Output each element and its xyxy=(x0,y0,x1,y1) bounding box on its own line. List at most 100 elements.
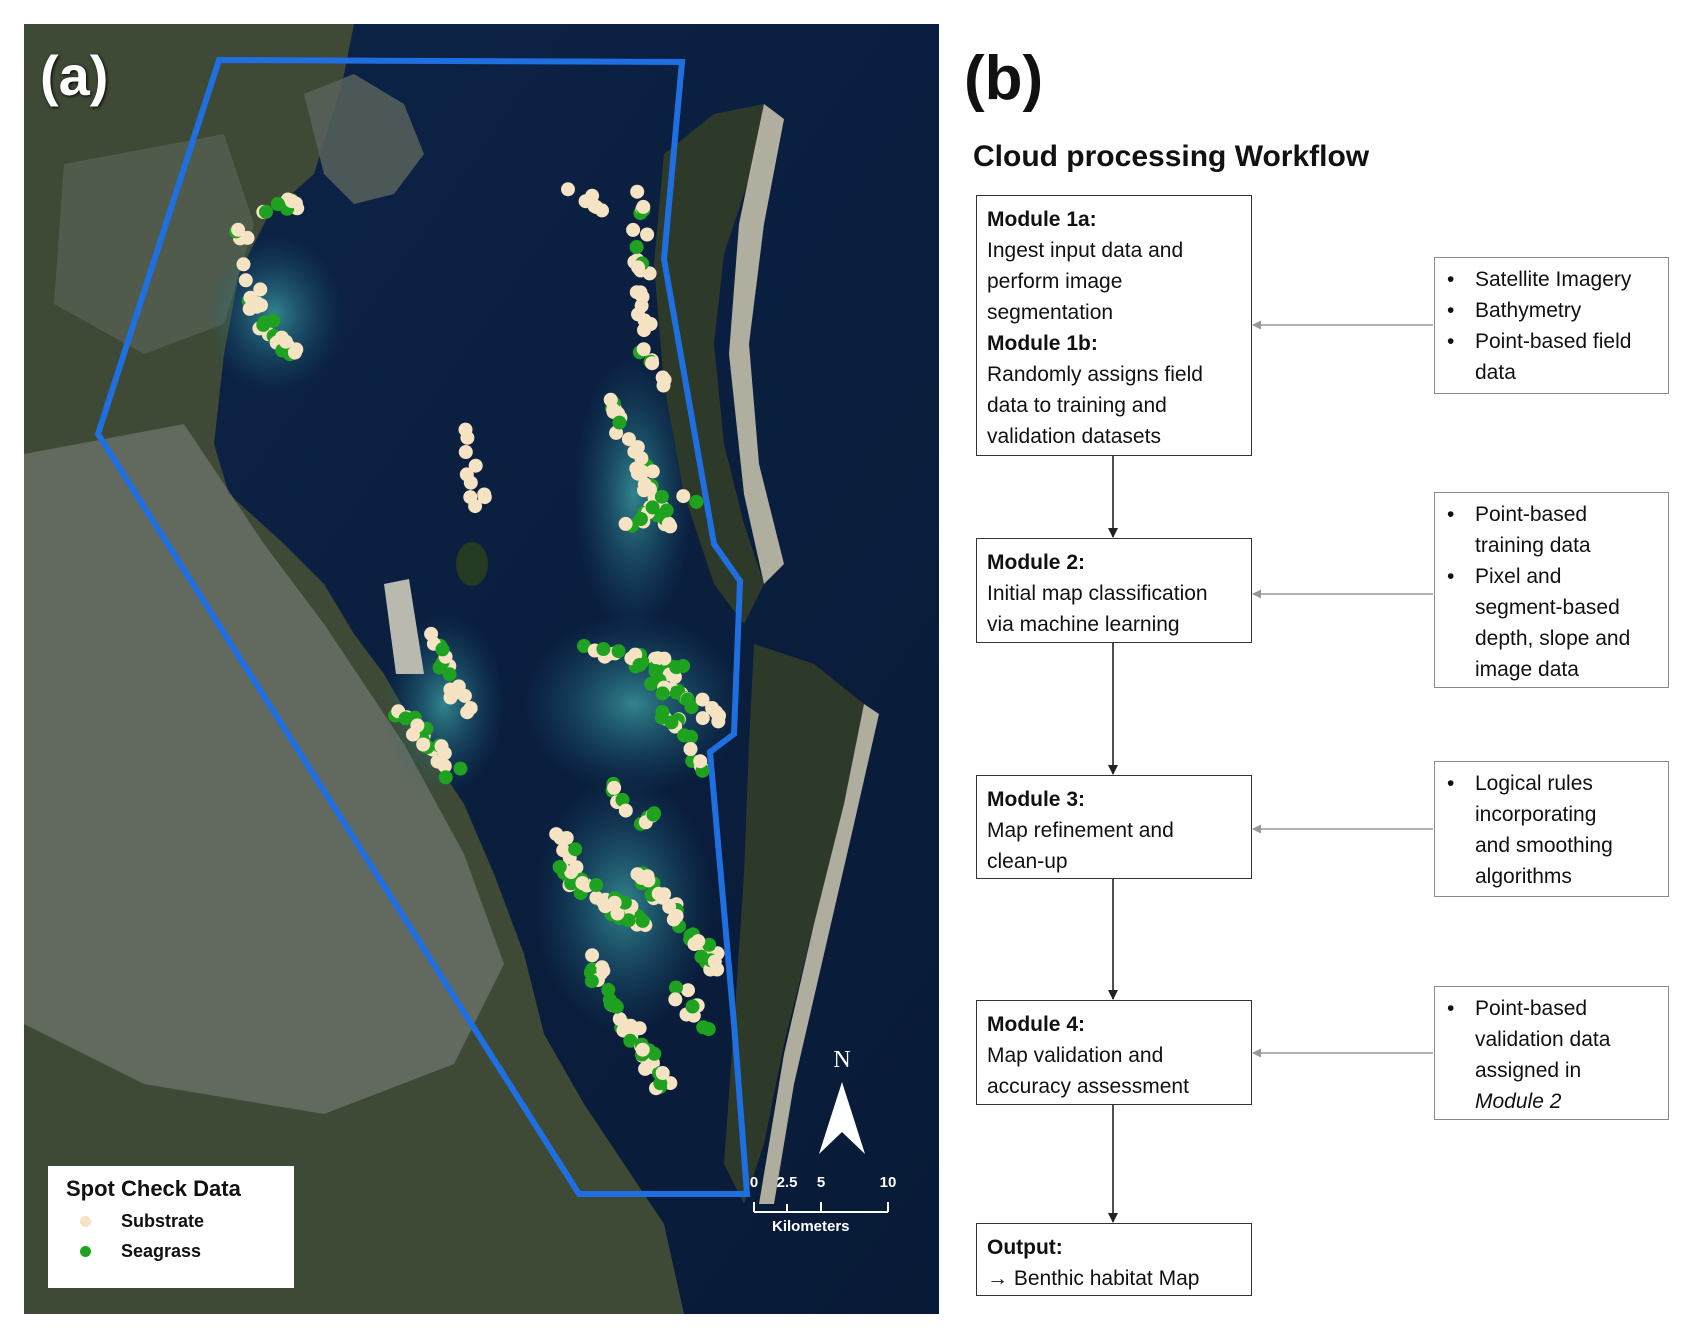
input-text: data xyxy=(1475,361,1516,384)
module-text: segmentation xyxy=(987,301,1114,324)
port xyxy=(384,579,424,674)
urban-area-north xyxy=(54,134,254,354)
spot-check-point xyxy=(458,445,473,459)
spot-check-point xyxy=(655,686,670,701)
workflow-title: Cloud processing Workflow xyxy=(973,140,1370,173)
input-text: training data xyxy=(1475,534,1591,557)
scale-tick: 0 xyxy=(749,1174,759,1191)
input-text: segment-based xyxy=(1475,596,1620,619)
spot-check-point xyxy=(623,1018,638,1033)
module-heading: Module 4: xyxy=(987,1013,1085,1036)
module-text: validation datasets xyxy=(987,425,1161,448)
input-item: • Pixel and segment-based depth, slope a… xyxy=(1443,561,1660,685)
scale-tick: 2.5 xyxy=(776,1174,798,1191)
spot-check-point xyxy=(647,1046,662,1061)
spot-check-point xyxy=(655,370,670,385)
spot-check-point xyxy=(631,260,646,275)
input-text: Satellite Imagery xyxy=(1475,268,1632,291)
north-arrow: N xyxy=(819,1047,865,1154)
spot-check-point xyxy=(645,500,660,515)
input-text: algorithms xyxy=(1475,865,1572,888)
spot-check-point xyxy=(676,489,691,504)
spot-check-point xyxy=(424,626,439,641)
study-area-boundary xyxy=(94,56,751,1197)
output-box: Output: → Benthic habitat Map xyxy=(976,1223,1252,1296)
spot-check-point xyxy=(463,475,478,490)
input-text: Module 2 xyxy=(1475,1090,1562,1113)
input-item: • Point-based validation data assigned i… xyxy=(1443,993,1660,1117)
urban-area xyxy=(24,424,504,1114)
input-item: • Point-based field data xyxy=(1443,326,1660,388)
spot-check-point xyxy=(695,692,710,707)
spot-check-point xyxy=(640,227,655,242)
spot-check-point xyxy=(259,204,273,219)
spot-check-point xyxy=(689,494,704,509)
module-text: data to training and xyxy=(987,394,1167,417)
input-item: • Logical rules incorporating and smooth… xyxy=(1443,768,1660,892)
spot-check-point xyxy=(432,660,447,675)
spot-check-point xyxy=(438,770,453,785)
input-text: assigned in xyxy=(1475,1059,1582,1082)
module-heading: Module 2: xyxy=(987,551,1085,574)
panel-a-label: (a) xyxy=(40,44,109,107)
north-arrow-label: N xyxy=(833,1047,850,1073)
spot-check-point xyxy=(435,642,450,657)
input-box-3: • Logical rules incorporating and smooth… xyxy=(1434,761,1669,897)
spot-check-point xyxy=(611,644,626,659)
spot-check-point xyxy=(646,807,661,822)
input-text: and smoothing xyxy=(1475,834,1613,857)
spot-check-point xyxy=(416,737,431,752)
input-text: validation data xyxy=(1475,1028,1611,1051)
spot-check-point xyxy=(564,865,579,880)
spot-check-point xyxy=(677,728,692,743)
input-item: • Point-based training data xyxy=(1443,499,1660,561)
spot-check-point xyxy=(634,298,649,313)
spot-check-point xyxy=(577,639,591,653)
module-heading: Module 1a: xyxy=(987,208,1097,231)
spot-check-point xyxy=(711,714,726,729)
scale-tick: 10 xyxy=(879,1174,897,1191)
spot-check-point xyxy=(701,1022,716,1037)
spot-check-point xyxy=(615,792,630,807)
spot-check-point xyxy=(676,659,691,673)
scale-bar xyxy=(753,1202,889,1213)
spot-check-point xyxy=(603,997,618,1012)
seagrass-marker xyxy=(80,1246,91,1257)
input-text: depth, slope and xyxy=(1475,627,1631,650)
spot-check-point xyxy=(458,422,473,437)
module-text: accuracy assessment xyxy=(987,1075,1189,1098)
spot-check-point xyxy=(645,356,660,371)
module-1-box: Module 1a: Ingest input data and perform… xyxy=(976,195,1252,456)
spot-check-point xyxy=(702,937,717,952)
module-4-box: Module 4: Map validation and accuracy as… xyxy=(976,1000,1252,1105)
spot-check-point xyxy=(643,317,658,331)
spot-check-point xyxy=(575,876,590,891)
spot-check-point xyxy=(612,415,627,430)
spot-check-point xyxy=(669,980,683,995)
spot-check-point xyxy=(238,273,253,288)
input-box-4: • Point-based validation data assigned i… xyxy=(1434,986,1669,1120)
input-text: Point-based field xyxy=(1475,330,1632,353)
north-island xyxy=(654,104,764,624)
spot-check-point xyxy=(636,342,651,357)
module-2-box: Module 2: Initial map classification via… xyxy=(976,538,1252,643)
output-heading: Output: xyxy=(987,1236,1063,1259)
spot-check-point xyxy=(556,843,571,858)
spot-check-point xyxy=(630,466,645,481)
spot-check-point xyxy=(284,194,299,209)
spot-check-point xyxy=(662,899,677,914)
spot-check-point xyxy=(552,860,567,874)
spot-check-point xyxy=(664,715,679,730)
bullet: • xyxy=(1447,330,1455,353)
legend-item-seagrass: Seagrass xyxy=(66,1241,294,1262)
spot-check-point xyxy=(564,876,579,891)
spot-check-point xyxy=(663,519,678,534)
spot-check-point xyxy=(601,982,616,997)
spot-check-point xyxy=(623,1033,638,1048)
spot-check-point xyxy=(669,685,684,700)
module-text: Randomly assigns field xyxy=(987,363,1203,386)
spot-check-point xyxy=(685,999,700,1014)
spot-check-point xyxy=(266,313,281,328)
input-text: Logical rules xyxy=(1475,772,1593,795)
